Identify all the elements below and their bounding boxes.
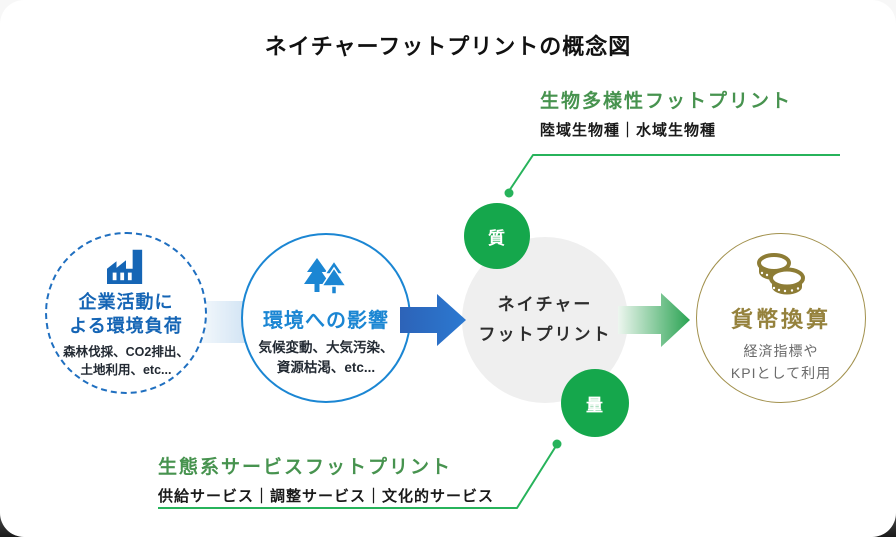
quantity-badge: 量 [561,369,629,437]
node-environmental-impact: 環境への影響 気候変動、大気汚染、 資源枯渇、etc... [241,233,411,403]
biodiversity-callout: 生物多様性フットプリント 陸域生物種｜水域生物種 [540,86,792,140]
node-corporate-activity: 企業活動に よる環境負荷 森林伐採、CO2排出、 土地利用、etc... [45,232,207,394]
biodiversity-heading: 生物多様性フットプリント [540,91,793,112]
arrow-nature-to-monetary [618,293,690,347]
impact-detail-line2: 資源枯渇、etc... [276,360,376,375]
coins-icon [757,252,805,297]
page-title: ネイチャーフットプリントの概念図 [264,34,632,59]
corporate-title-line1: 企業活動に [78,291,174,312]
corporate-title-line2: よる環境負荷 [69,316,183,337]
quality-badge: 質 [464,203,530,269]
corporate-title: 企業活動に よる環境負荷 [69,290,182,339]
impact-detail-line1: 気候変動、大気汚染、 [258,339,394,355]
monetary-detail: 経済指標や KPIとして利用 [731,340,831,385]
ecosystem-subtitle: 供給サービス｜調整サービス｜文化的サービス [158,488,495,505]
factory-icon [107,249,143,284]
monetary-detail-line1: 経済指標や [743,342,819,359]
node-monetary-conversion: 貨幣換算 経済指標や KPIとして利用 [696,233,866,403]
impact-detail: 気候変動、大気汚染、 資源枯渇、etc... [259,338,394,379]
corporate-detail-line1: 森林伐採、CO2排出、 [63,344,189,359]
ecosystem-callout: 生態系サービスフットプリント 供給サービス｜調整サービス｜文化的サービス [158,452,494,506]
corporate-detail-line2: 土地利用、etc... [80,363,172,378]
corporate-detail: 森林伐採、CO2排出、 土地利用、etc... [63,343,189,381]
biodiversity-connector-line [508,154,840,192]
nature-title-line2: フットプリント [478,325,612,344]
trees-icon [304,257,348,295]
monetary-title: 貨幣換算 [730,306,831,332]
ecosystem-connector-dot [552,439,562,449]
impact-title: 環境への影響 [263,309,389,332]
monetary-detail-line2: KPIとして利用 [730,365,832,381]
biodiversity-subtitle: 陸域生物種｜水域生物種 [540,122,717,139]
biodiversity-connector-dot [504,188,514,198]
nature-title-line1: ネイチャー [497,295,593,315]
nature-title: ネイチャー フットプリント [479,290,612,350]
ecosystem-heading: 生態系サービスフットプリント [158,457,453,478]
